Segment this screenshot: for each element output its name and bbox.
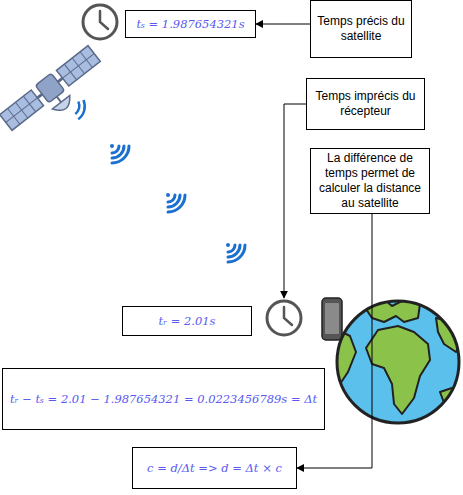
callout-box: La différence de temps permet de calcule… (310, 148, 430, 214)
connector-arrow (256, 24, 310, 25)
callout-box: Temps précis du satellite (310, 0, 412, 58)
time-box: tₛ = 1.987654321s (125, 10, 256, 38)
box-text: Temps imprécis du récepteur (311, 89, 420, 119)
box-text: tᵣ − tₛ = 2.01 − 1.987654321 = 0.0223456… (10, 388, 317, 410)
signal-waves (110, 144, 245, 262)
box-text: La différence de temps permet de calcule… (315, 151, 425, 211)
time-box: tᵣ = 2.01s (122, 306, 252, 336)
satellite-icon (0, 45, 120, 156)
phone-icon (322, 298, 342, 340)
box-text: tᵣ = 2.01s (158, 310, 215, 332)
box-text: c = d/Δt => d = Δt × c (147, 457, 282, 479)
callout-box: Temps imprécis du récepteur (306, 78, 425, 130)
box-text: tₛ = 1.987654321s (136, 13, 244, 35)
clock-icon (267, 301, 301, 335)
formula-box: c = d/Δt => d = Δt × c (132, 447, 297, 489)
leader-line (284, 104, 306, 298)
box-text: Temps précis du satellite (315, 14, 407, 44)
equation-box: tᵣ − tₛ = 2.01 − 1.987654321 = 0.0223456… (2, 368, 325, 430)
clock-icon (83, 5, 117, 39)
earth-icon (334, 296, 462, 423)
